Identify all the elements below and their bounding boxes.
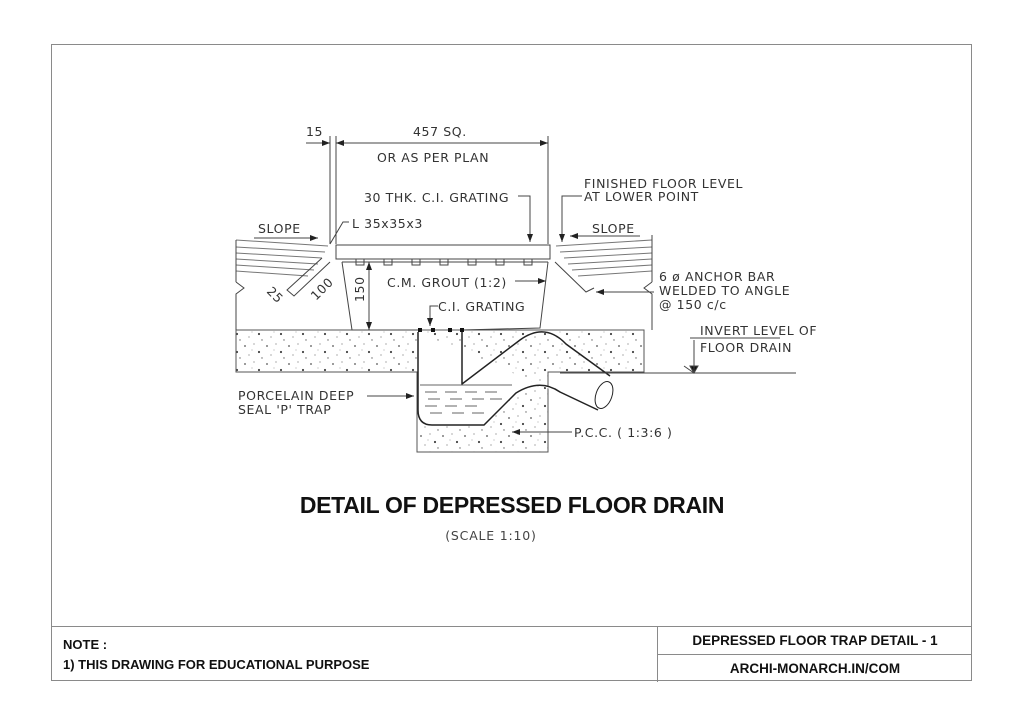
dim-25-label: 25 — [264, 284, 287, 307]
note-section: NOTE : 1) THIS DRAWING FOR EDUCATIONAL P… — [63, 635, 369, 675]
note-heading: NOTE : — [63, 637, 108, 652]
trap-label-2: SEAL 'P' TRAP — [238, 402, 331, 417]
drawing-title: DETAIL OF DEPRESSED FLOOR DRAIN — [299, 492, 725, 518]
ffl-label-1: FINISHED FLOOR LEVEL — [584, 176, 743, 191]
title-block-right: DEPRESSED FLOOR TRAP DETAIL - 1 ARCHI-MO… — [657, 627, 972, 682]
dim-15-label: 15 — [306, 124, 323, 139]
title-block: NOTE : 1) THIS DRAWING FOR EDUCATIONAL P… — [51, 626, 972, 682]
pcc-label: P.C.C. ( 1:3:6 ) — [574, 425, 673, 440]
dim-457-label: 457 SQ. — [413, 124, 467, 139]
invert-label-1: INVERT LEVEL OF — [700, 323, 817, 338]
ffl-label-2: AT LOWER POINT — [584, 189, 699, 204]
anchor-label-1: 6 ø ANCHOR BAR — [659, 269, 775, 284]
anchor-label-2: WELDED TO ANGLE — [659, 283, 790, 298]
sheet-title: DEPRESSED FLOOR TRAP DETAIL - 1 — [658, 627, 972, 655]
slope-left-label: SLOPE — [258, 221, 301, 236]
website-label: ARCHI-MONARCH.IN/COM — [729, 661, 901, 676]
angle-label: L 35x35x3 — [352, 216, 423, 231]
anchor-label-3: @ 150 c/c — [659, 297, 727, 312]
invert-label-2: FLOOR DRAIN — [700, 340, 792, 355]
grout-label: C.M. GROUT (1:2) — [387, 275, 507, 290]
drawing-sheet-border — [51, 44, 972, 681]
drawing-scale: (SCALE 1:10) — [445, 528, 537, 543]
note-line: 1) THIS DRAWING FOR EDUCATIONAL PURPOSE — [63, 657, 370, 672]
slope-right-label: SLOPE — [592, 221, 635, 236]
dim-457-note: OR AS PER PLAN — [377, 150, 489, 165]
trap-label-1: PORCELAIN DEEP — [238, 388, 354, 403]
dim-150-label: 150 — [352, 276, 367, 302]
grating-top-label: 30 THK. C.I. GRATING — [364, 190, 509, 205]
ci-grating-label: C.I. GRATING — [438, 299, 525, 314]
